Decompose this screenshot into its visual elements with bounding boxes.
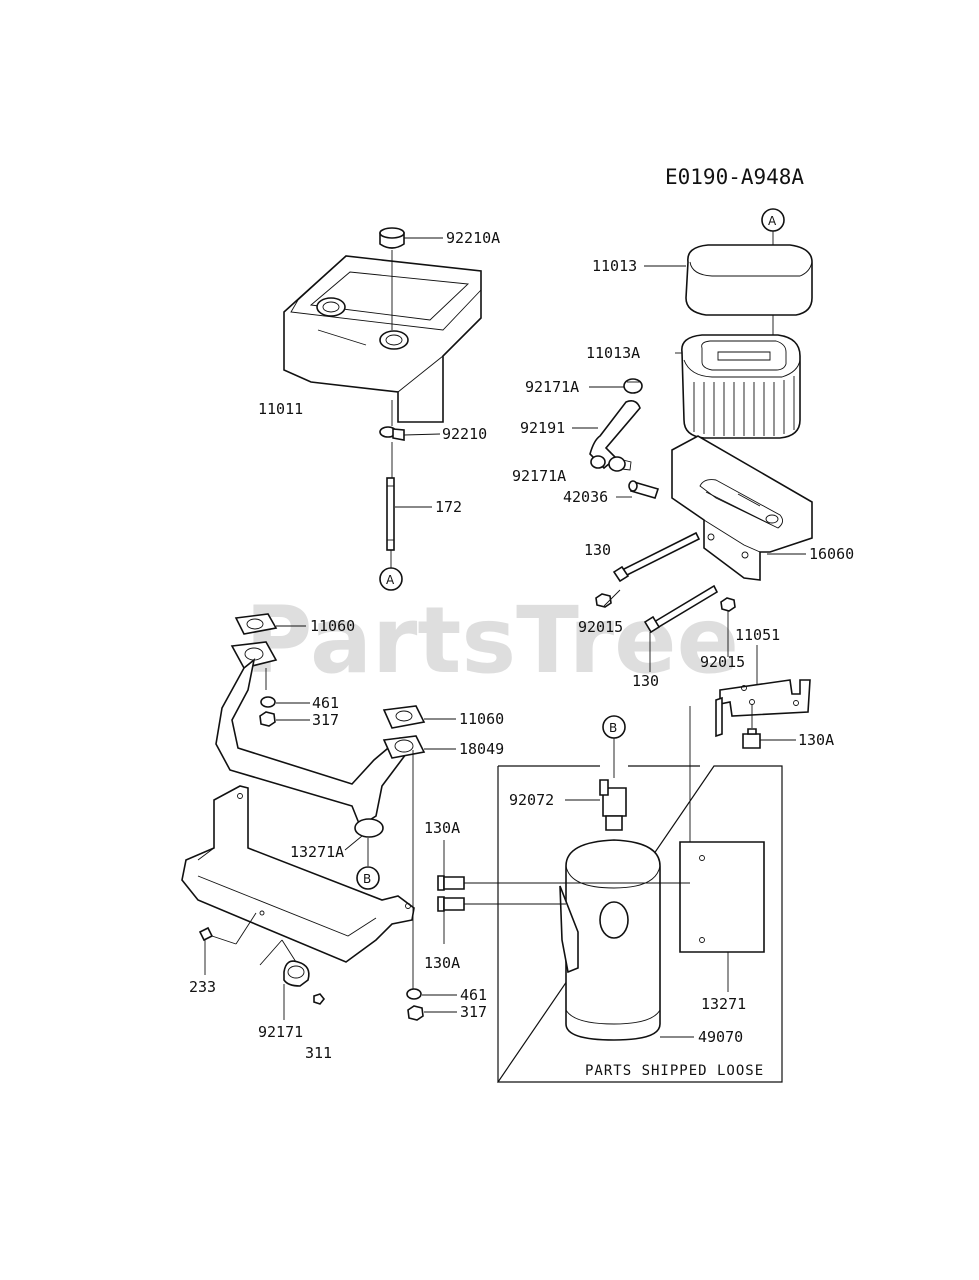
bolt-130A-right [742,728,761,749]
shipped-loose-note: PARTS SHIPPED LOOSE [585,1063,764,1079]
bolt-130-upper [612,531,701,583]
clip-92210 [379,426,405,441]
label-130A-1: 130A [798,731,834,749]
label-130-1: 130 [584,541,611,559]
washer-461-left [260,696,276,708]
gasket-11060-right [382,705,426,729]
precleaner-11013 [685,244,813,316]
label-11013: 11013 [592,257,637,275]
hose-clamp-92171A-top [623,378,643,394]
label-92210: 92210 [442,425,487,443]
gasket-11060-left [234,613,278,635]
nut-317-left [259,711,276,727]
label-92015-1: 92015 [578,618,623,636]
label-92191: 92191 [520,419,565,437]
label-42036: 42036 [563,488,608,506]
nut-92015-right [720,597,736,612]
label-11060-2: 11060 [459,710,504,728]
ref-a-bottom-circle [379,567,403,591]
bolt-130-lower [643,584,719,634]
ref-a-top: A [768,214,777,228]
ref-b-right: B [609,721,617,735]
label-92210A: 92210A [446,229,500,247]
pipe-42036 [628,480,660,499]
stud-172 [386,477,395,551]
mounting-plate-13271 [679,841,765,953]
label-11013A: 11013A [586,344,640,362]
nut-317-bottom [407,1005,424,1021]
exhaust-pipe-13271A [215,641,426,838]
tail-pipe-92072 [599,779,627,831]
label-92072: 92072 [509,791,554,809]
engine-cover-11011 [283,255,482,423]
washer-461-bottom [406,988,422,1000]
label-233: 233 [189,978,216,996]
muffler-49070 [559,839,661,1041]
label-11051: 11051 [735,626,780,644]
label-49070: 49070 [698,1028,743,1046]
diagram-code: E0190-A948A [665,165,804,189]
air-filter-11013A [681,334,801,439]
label-461-1: 461 [312,694,339,712]
label-317-1: 317 [312,711,339,729]
bracket-11051 [715,679,811,738]
label-311: 311 [305,1044,332,1062]
bolt-233 [198,926,214,942]
label-130A-2: 130A [424,819,460,837]
label-92171A-1: 92171A [525,378,579,396]
label-11011: 11011 [258,400,303,418]
ref-a-bottom: A [386,573,395,587]
watermark: PartsTree [245,587,739,694]
label-317-2: 317 [460,1003,487,1021]
label-13271: 13271 [701,995,746,1013]
cap-92210A [379,227,405,249]
label-11060-1: 11060 [310,617,355,635]
ref-b-left-circle [356,866,380,890]
label-16060: 16060 [809,545,854,563]
label-18049: 18049 [459,740,504,758]
label-172: 172 [435,498,462,516]
ref-b-left: B [363,872,371,886]
bolt-130A-lower [437,896,465,912]
label-92171A-2: 92171A [512,467,566,485]
label-13271A: 13271A [290,843,344,861]
hose-clamp-92171A-bottom [608,456,632,472]
label-92171: 92171 [258,1023,303,1041]
label-92015-2: 92015 [700,653,745,671]
nut-311 [313,993,326,1005]
label-461-2: 461 [460,986,487,1004]
nut-92015-left [595,593,612,608]
bracket-16060 [671,435,813,581]
bolt-130A-upper [437,875,465,891]
label-130-2: 130 [632,672,659,690]
clamp-92171 [283,960,310,987]
label-130A-3: 130A [424,954,460,972]
heat-shield [181,785,415,963]
